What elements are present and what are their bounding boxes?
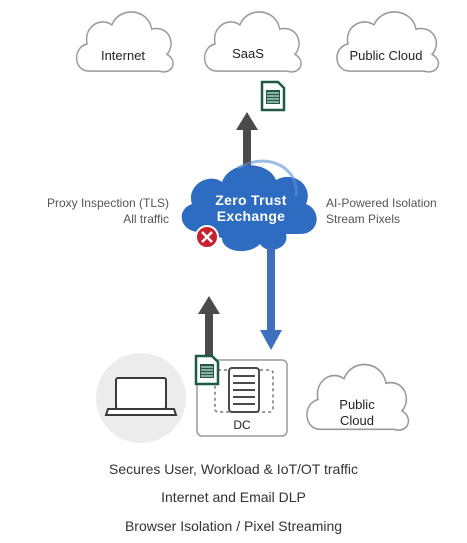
saas-cloud	[203, 11, 302, 73]
public-cloud-bottom-label-line2: Cloud	[340, 413, 374, 428]
public-cloud-top-label: Public Cloud	[349, 48, 423, 63]
downstream-arrow	[260, 248, 282, 350]
document-icon	[260, 80, 286, 112]
right-label-line2: Stream Pixels	[326, 212, 401, 226]
right-label-line1: AI-Powered Isolation	[326, 196, 437, 210]
left-label-line2: All traffic	[123, 212, 169, 226]
caption-line-2: Internet and Email DLP	[161, 489, 306, 505]
dc-upstream-arrow	[198, 296, 220, 356]
dc-document-icon	[194, 354, 220, 386]
exchange-label-line2: Exchange	[216, 208, 286, 224]
saas-label: SaaS	[232, 46, 264, 61]
upstream-arrow	[236, 112, 258, 180]
caption-line-1: Secures User, Workload & IoT/OT traffic	[109, 461, 358, 477]
dc-label: DC	[233, 418, 251, 432]
left-label-line1: Proxy Inspection (TLS)	[46, 196, 169, 210]
internet-label: Internet	[100, 48, 146, 63]
caption-line-3: Browser Isolation / Pixel Streaming	[124, 518, 343, 534]
laptop-icon	[96, 353, 186, 443]
exchange-label-line1: Zero Trust	[215, 192, 287, 208]
public-cloud-bottom-label-line1: Public	[339, 397, 375, 412]
dc-box	[196, 359, 288, 437]
block-icon	[195, 225, 219, 249]
